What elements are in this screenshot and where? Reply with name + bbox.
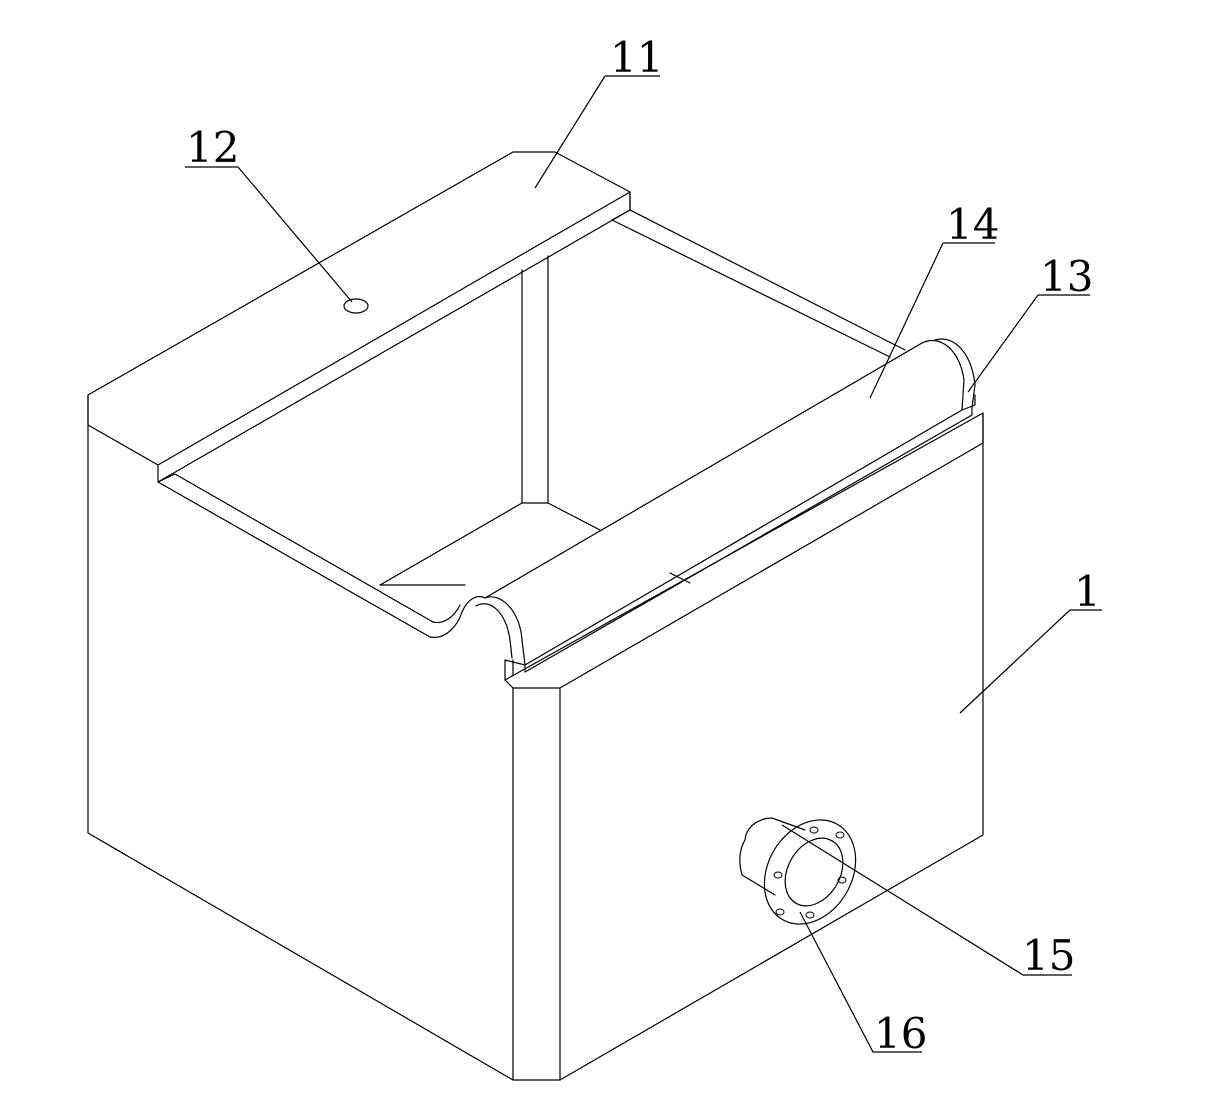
back-rim-right [611,191,906,358]
outlet-pipe-neck [739,817,806,896]
label-1: 1 [1074,567,1101,616]
leader-14 [869,242,995,399]
left-inner-rim [157,473,434,623]
label-14: 14 [946,200,999,249]
roller-top-line [484,342,923,599]
flange-outer [763,819,857,925]
seat-saddle-near-low [432,604,461,624]
seat-far-step [961,394,976,411]
bolt-hole [835,831,845,839]
roller-assembly [429,338,984,681]
tank-left-top-edge [87,394,159,466]
bolt-hole [805,911,815,919]
seat-rail-lower [504,407,973,681]
outlet-flange [739,817,857,925]
roller-near-end [484,596,526,666]
leader-16 [799,911,922,1053]
roller-near-end-inner [475,603,513,659]
vent-hole [343,298,369,314]
leader-13 [967,294,1090,393]
leader-lines [185,75,1102,1053]
flange-bore [784,837,844,907]
leader-11 [534,75,660,189]
roller-far-end [921,339,965,411]
label-15: 15 [1022,931,1075,980]
inner-floor-right [547,502,601,531]
roller-bottom-line [524,409,963,666]
roller-far-end-outer [934,338,976,409]
cover-plate-edge [157,191,631,483]
tank-front-corner-post [504,442,984,1081]
bolt-hole [775,908,785,916]
leader-12 [185,166,353,303]
left-inner-rim-outer [157,481,431,638]
bolt-hole [837,876,847,884]
tank-body [87,394,984,1081]
bolt-hole [809,826,819,834]
tank-interior [157,191,906,638]
tank-left-face [87,394,984,1081]
label-12: 12 [186,123,239,172]
labels: 11 12 14 13 1 15 16 [186,33,1101,1058]
seat-rail-lower-2 [504,412,984,681]
leader-15 [781,824,1072,976]
cover-plate [87,151,631,483]
label-11: 11 [610,33,663,82]
inner-floor-left [379,502,523,586]
cover-plate-top [87,151,631,466]
bolt-hole [773,871,783,879]
inner-floor-seam [669,572,691,584]
leader-1 [959,609,1102,714]
label-13: 13 [1040,252,1093,301]
seat-saddle-near [429,595,486,638]
inner-corner-post [521,255,549,504]
label-16: 16 [874,1009,927,1058]
